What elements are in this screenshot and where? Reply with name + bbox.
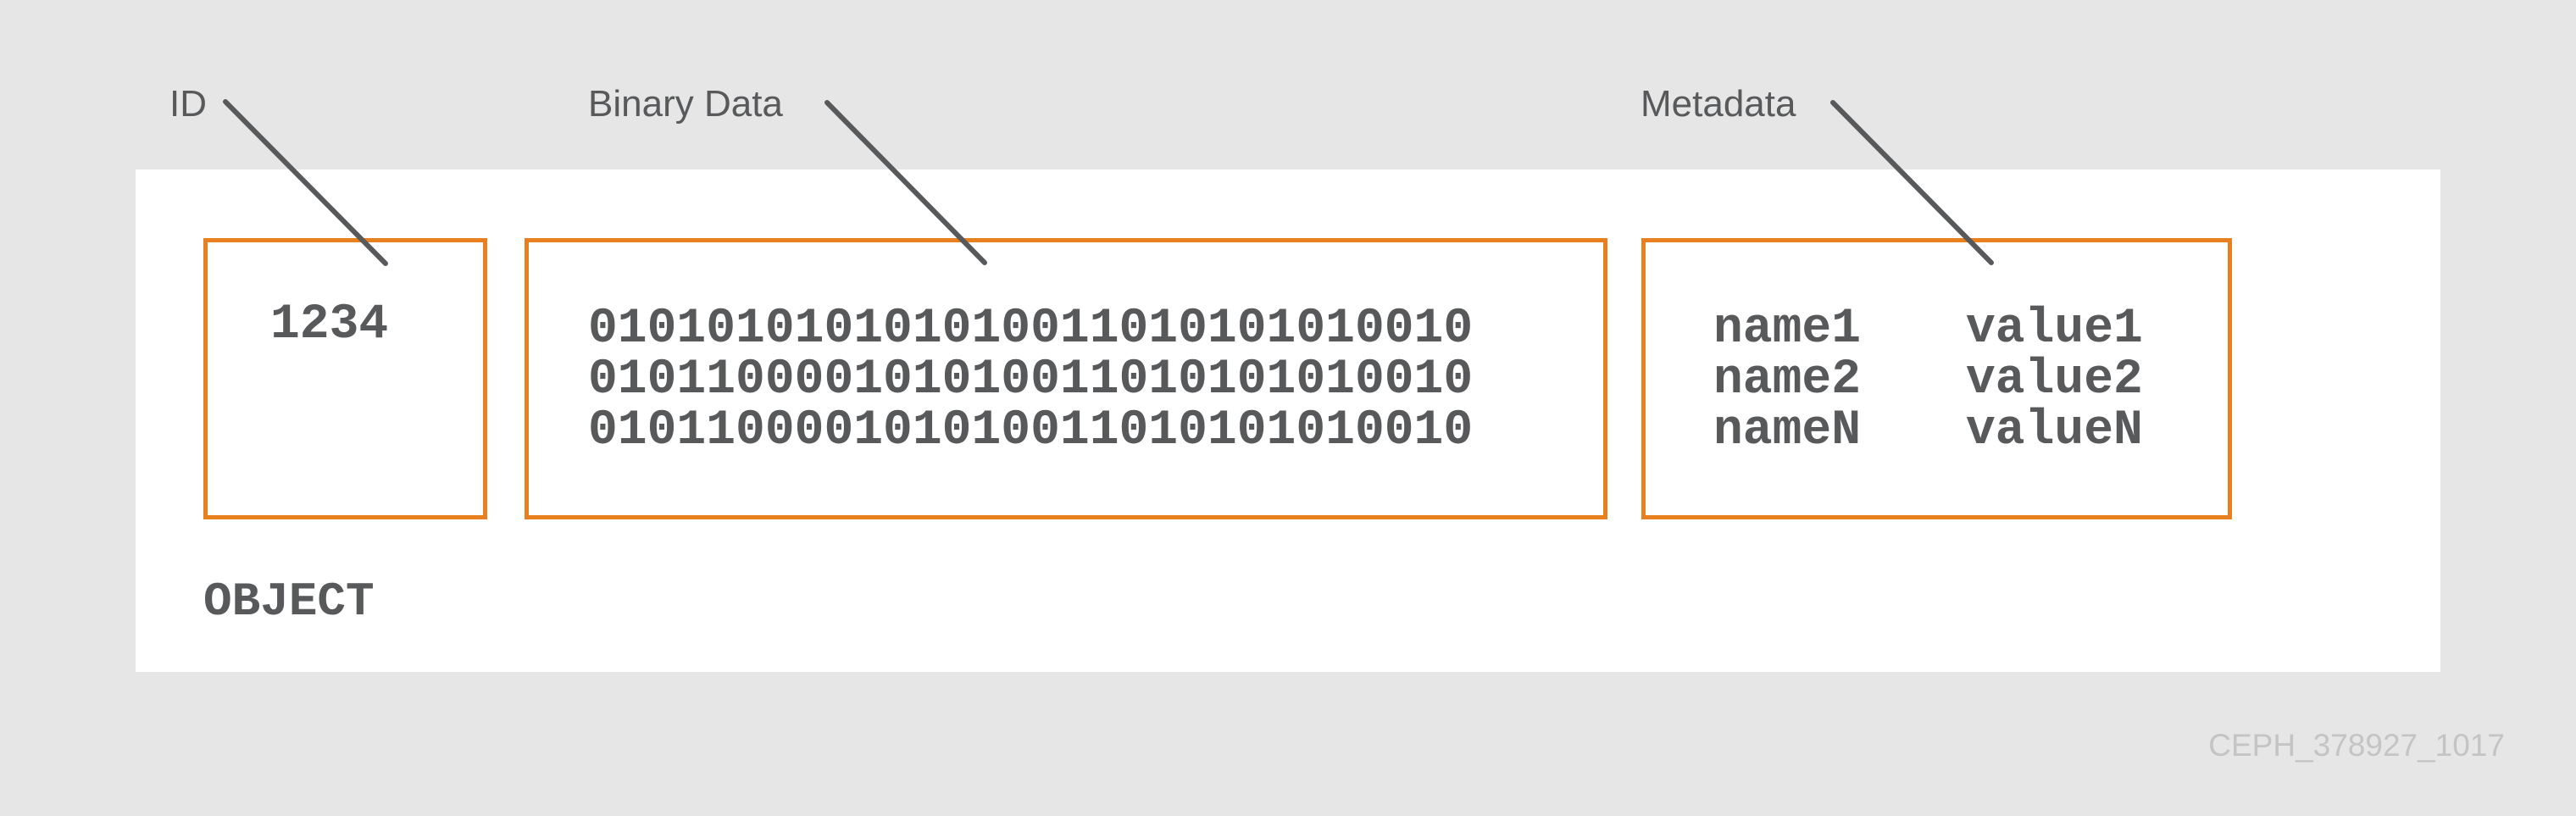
metadata-value: valueN [1966, 403, 2143, 458]
metadata-name: name1 [1713, 302, 1862, 357]
metadata-row: name1 value1 [1713, 304, 2143, 355]
id-box: 1234 [203, 238, 487, 519]
binary-line-3: 010110000101010011010101010010 [588, 403, 1474, 458]
binary-data-box: 010101010101010011010101010010 010110000… [525, 238, 1607, 519]
metadata-row: name2 value2 [1713, 355, 2143, 406]
object-title: OBJECT [203, 575, 375, 629]
id-value: 1234 [270, 297, 389, 352]
metadata-box: name1 value1 name2 value2 nameN valueN [1641, 238, 2232, 519]
metadata-row: nameN valueN [1713, 406, 2143, 457]
metadata-label: Metadata [1641, 83, 1796, 125]
metadata-name: name2 [1713, 352, 1862, 408]
metadata-value: value2 [1966, 352, 2143, 408]
figure-id: CEPH_378927_1017 [2208, 728, 2505, 763]
metadata-value: value1 [1966, 302, 2143, 357]
metadata-name: nameN [1713, 403, 1862, 458]
binary-data-label: Binary Data [588, 83, 783, 125]
binary-line-2: 010110000101010011010101010010 [588, 352, 1474, 408]
binary-line-1: 010101010101010011010101010010 [588, 302, 1474, 357]
id-label: ID [169, 83, 207, 125]
